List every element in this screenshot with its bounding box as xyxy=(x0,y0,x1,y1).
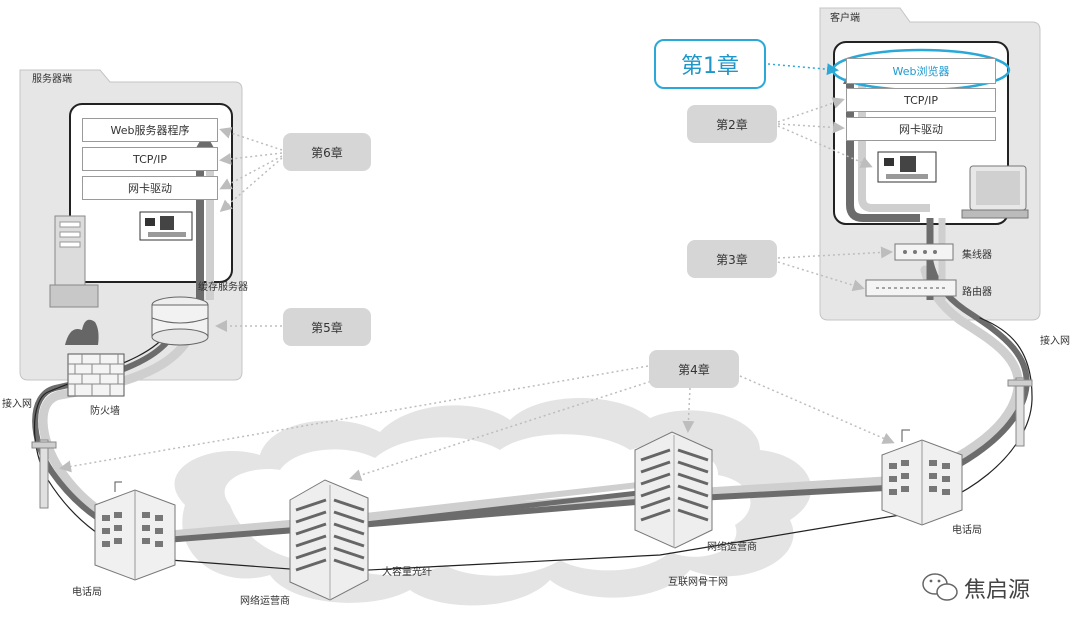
utility-pole-right-icon xyxy=(1007,377,1033,447)
isp-left-building-icon xyxy=(289,479,369,601)
client-layer-web-browser: Web浏览器 xyxy=(846,58,996,84)
isp-left-label: 网络运营商 xyxy=(240,596,290,607)
chapter-5-badge: 第5章 xyxy=(283,308,371,346)
chapter-4-badge: 第4章 xyxy=(649,350,739,388)
client-layer-tcpip: TCP/IP xyxy=(846,88,996,112)
firewall-label: 防火墙 xyxy=(90,406,120,417)
firewall-icon xyxy=(65,319,125,397)
chapter-3-badge: 第3章 xyxy=(687,240,777,278)
hub-icon xyxy=(894,243,954,261)
client-computer-icon xyxy=(961,165,1029,219)
router-icon xyxy=(865,279,957,297)
wechat-logo-icon xyxy=(922,573,958,601)
chapter-1-badge: 第1章 xyxy=(654,39,766,89)
client-access-network-label: 接入网 xyxy=(1040,336,1070,347)
hub-label: 集线器 xyxy=(962,250,992,261)
phone-office-right-label: 电话局 xyxy=(952,525,982,536)
server-access-network-label: 接入网 xyxy=(2,399,32,410)
web-browser-label: Web浏览器 xyxy=(892,65,950,78)
fiber-label: 大容量光纤 xyxy=(382,567,432,578)
chapter-6-badge: 第6章 xyxy=(283,133,371,171)
cache-server-label: 缓存服务器 xyxy=(198,282,248,293)
phone-office-left-label: 电话局 xyxy=(72,587,102,598)
server-tower-icon xyxy=(49,215,99,308)
chapter-pointer-lines xyxy=(59,97,895,481)
server-layer-tcpip: TCP/IP xyxy=(82,147,218,171)
router-label: 路由器 xyxy=(962,287,992,298)
cache-server-icon xyxy=(151,296,209,346)
utility-pole-left-icon xyxy=(31,439,57,509)
chapter1-pointer-line xyxy=(767,63,839,76)
phone-office-left-building-icon xyxy=(94,481,176,581)
watermark-text: 焦启源 xyxy=(964,578,1031,603)
client-panel-title: 客户端 xyxy=(830,13,860,24)
server-nic-card-icon xyxy=(139,211,193,241)
server-layer-web-server: Web服务器程序 xyxy=(82,118,218,142)
client-nic-card-icon xyxy=(877,151,937,183)
client-layer-nic-driver: 网卡驱动 xyxy=(846,117,996,141)
isp-right-label: 网络运营商 xyxy=(707,542,757,553)
chapter-2-badge: 第2章 xyxy=(687,105,777,143)
isp-right-building-icon xyxy=(634,431,713,549)
server-panel-title: 服务器端 xyxy=(32,74,72,85)
backbone-label: 互联网骨干网 xyxy=(668,577,728,588)
phone-office-right-building-icon xyxy=(881,429,963,526)
server-layer-nic-driver: 网卡驱动 xyxy=(82,176,218,200)
